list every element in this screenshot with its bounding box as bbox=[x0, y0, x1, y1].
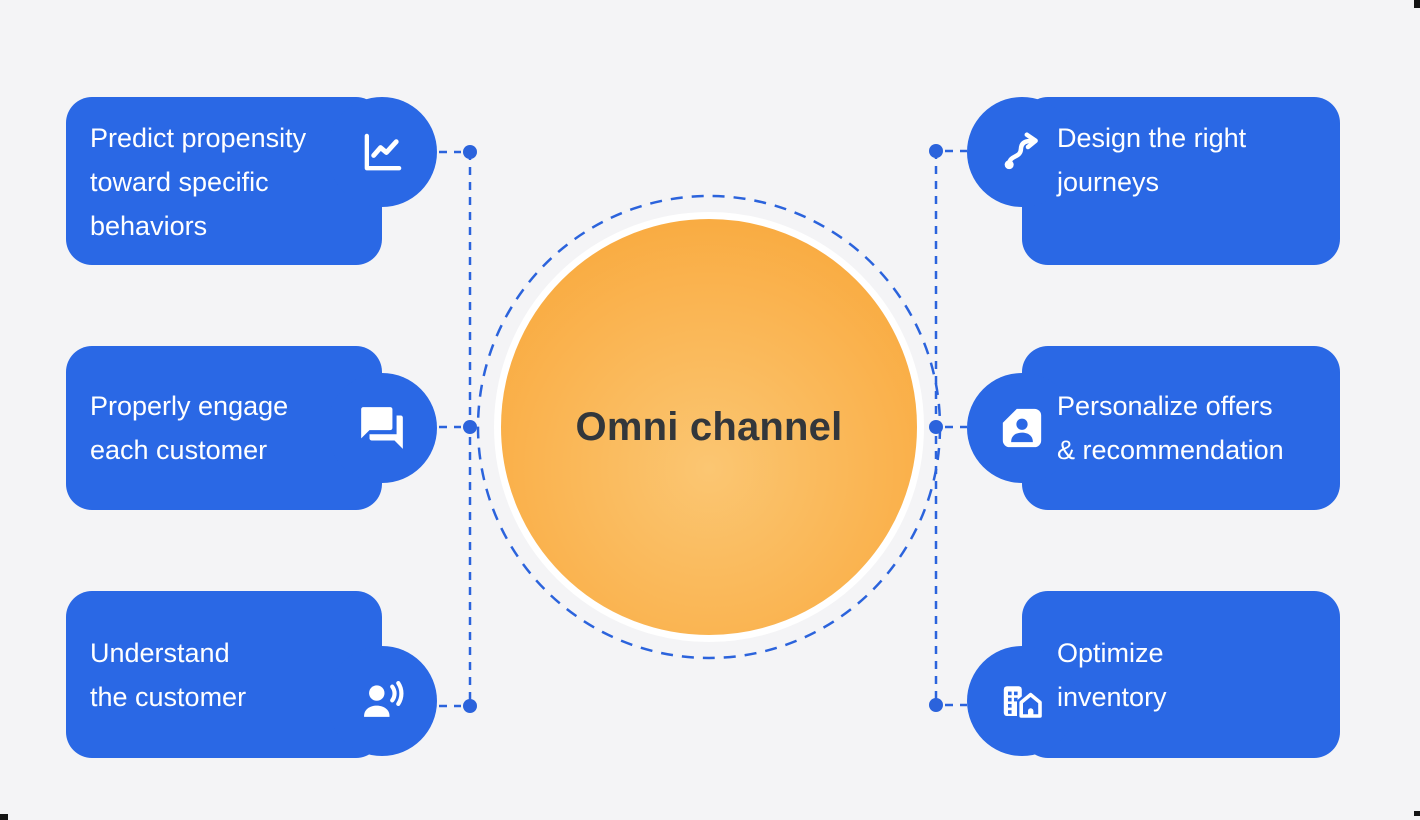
feature-label: Properly engage each customer bbox=[66, 346, 382, 510]
label-line: each customer bbox=[90, 435, 268, 465]
corner-artifact-top-right bbox=[1414, 0, 1420, 8]
icon-bubble bbox=[327, 97, 437, 207]
feature-box-optimize-inventory: Optimize inventory bbox=[967, 591, 1340, 758]
label-line: toward specific bbox=[90, 167, 269, 197]
line-chart-icon bbox=[364, 133, 401, 170]
corner-artifact-bottom-right bbox=[1414, 811, 1420, 816]
feature-label: Design the right journeys bbox=[1022, 97, 1340, 265]
label-line: & recommendation bbox=[1057, 435, 1284, 465]
center-circle: Omni channel bbox=[494, 212, 924, 642]
label-line: Personalize offers bbox=[1057, 391, 1273, 421]
label-line: Properly engage bbox=[90, 391, 289, 421]
feature-box-predict-propensity: Predict propensity toward specific behav… bbox=[66, 97, 437, 265]
label-line: behaviors bbox=[90, 211, 208, 241]
chat-bubbles-icon bbox=[361, 407, 403, 449]
feature-label: Predict propensity toward specific behav… bbox=[66, 97, 382, 265]
feature-box-properly-engage: Properly engage each customer bbox=[66, 346, 437, 510]
label-line: inventory bbox=[1057, 681, 1167, 712]
corner-artifact-bottom-left bbox=[0, 814, 8, 820]
connector-dots bbox=[463, 144, 943, 713]
feature-box-personalize-offers: Personalize offers & recommendation bbox=[967, 346, 1340, 510]
feature-box-understand-customer: Understand the customer bbox=[66, 591, 437, 758]
feature-label: Understand the customer bbox=[66, 591, 382, 758]
person-badge-icon bbox=[1002, 408, 1042, 448]
icon-bubble bbox=[967, 646, 1077, 756]
label-line: journeys bbox=[1057, 167, 1160, 197]
feature-box-design-journeys: Design the right journeys bbox=[967, 97, 1340, 265]
warehouse-icon bbox=[1003, 686, 1045, 721]
icon-bubble bbox=[327, 646, 437, 756]
feature-label: Optimize inventory bbox=[1022, 591, 1340, 758]
label-line: Design the right bbox=[1057, 123, 1247, 153]
feature-label: Personalize offers & recommendation bbox=[1022, 346, 1340, 510]
icon-bubble bbox=[967, 373, 1077, 483]
icon-bubble bbox=[967, 97, 1077, 207]
center-title: Omni channel bbox=[575, 404, 843, 449]
label-line: Predict propensity bbox=[90, 123, 307, 153]
icon-bubble bbox=[327, 373, 437, 483]
label-line: the customer bbox=[90, 681, 247, 712]
label-line: Understand bbox=[90, 637, 230, 668]
label-line: Optimize bbox=[1057, 637, 1164, 668]
speaking-person-icon bbox=[364, 681, 404, 717]
journey-route-icon bbox=[1004, 131, 1038, 169]
